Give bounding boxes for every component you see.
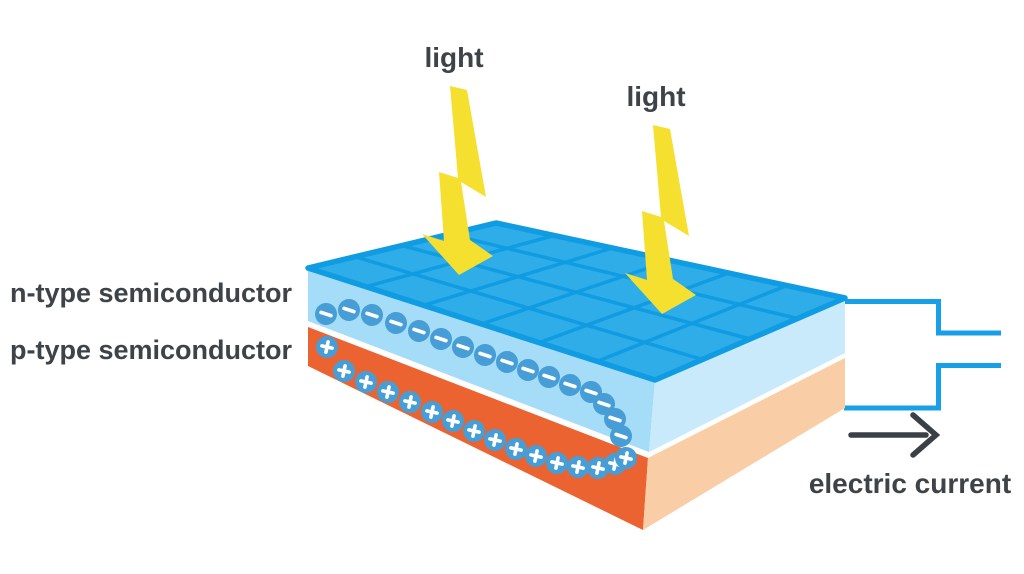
hole-icon — [355, 371, 377, 393]
lightning-bolt-left-icon — [422, 86, 493, 275]
charge-symbol-stroke — [412, 327, 426, 335]
charge-symbol-stroke — [623, 451, 629, 465]
charge-symbol-stroke — [595, 461, 601, 475]
electron-icon — [338, 299, 360, 321]
electron-icon — [610, 425, 632, 447]
charge-symbol-stroke — [608, 415, 622, 423]
n-type-semiconductor-label: n-type semiconductor — [10, 278, 293, 308]
light-label-right: light — [626, 81, 686, 112]
charge-symbol-stroke — [324, 340, 330, 354]
electron-icon — [604, 408, 626, 430]
p-type-right-face — [643, 358, 845, 530]
grid-line — [353, 255, 705, 362]
charge-symbol-stroke — [342, 306, 356, 314]
p-type-semiconductor-label: p-type semiconductor — [10, 335, 293, 365]
hole-icon — [567, 456, 589, 478]
hole-row — [316, 336, 637, 479]
charge-symbol-stroke — [500, 358, 514, 366]
hole-icon — [316, 336, 338, 358]
hole-icon — [421, 401, 443, 423]
electron-icon — [538, 366, 560, 388]
hole-icon — [484, 429, 506, 451]
arrow-head — [910, 412, 941, 458]
wire-bottom-segment — [844, 363, 1001, 411]
electron-icon — [452, 336, 474, 358]
electric-current-label: electric current — [808, 468, 1012, 499]
n-type-right-face — [649, 298, 845, 452]
charge-symbol-stroke — [521, 366, 535, 374]
charge-symbol-stroke — [542, 373, 556, 381]
charge-symbol-stroke — [456, 343, 470, 351]
circuit-wire — [844, 299, 1001, 411]
charge-symbol-stroke — [597, 400, 611, 408]
charge-symbol-stroke — [492, 433, 498, 447]
electron-icon — [315, 303, 337, 325]
hole-icon — [525, 445, 547, 467]
electron-icon — [361, 304, 383, 326]
electron-row — [315, 299, 632, 447]
hole-icon — [463, 420, 485, 442]
charge-symbol-stroke — [429, 405, 435, 419]
lightning-bolt-right-icon — [625, 125, 696, 314]
charge-symbol-stroke — [533, 449, 539, 463]
panel-top-face — [305, 220, 848, 383]
charge-symbol-stroke — [407, 395, 413, 409]
hole-icon — [546, 452, 568, 474]
electron-icon — [559, 374, 581, 396]
charge-symbol-stroke — [319, 310, 333, 318]
panel-grid-lines — [353, 232, 800, 364]
charge-symbol-stroke — [563, 381, 577, 389]
light-label-left: light — [424, 42, 484, 73]
charge-symbol-stroke — [434, 335, 448, 343]
hole-icon — [333, 360, 355, 382]
electron-icon — [430, 328, 452, 350]
charge-symbol-stroke — [385, 385, 391, 399]
hole-icon — [442, 410, 464, 432]
electron-icon — [385, 312, 407, 334]
charge-symbol-stroke — [363, 375, 369, 389]
grid-line — [447, 232, 800, 321]
charge-symbol-stroke — [614, 432, 628, 440]
charge-symbol-stroke — [575, 460, 581, 474]
charge-symbol-stroke — [471, 424, 477, 438]
charge-symbol-stroke — [365, 311, 379, 319]
charge-symbol-stroke — [341, 364, 347, 378]
electron-icon — [408, 320, 430, 342]
electric-current-arrow-icon — [848, 412, 941, 458]
hole-icon — [587, 457, 609, 479]
electron-icon — [496, 351, 518, 373]
charge-symbol-stroke — [478, 351, 492, 359]
hole-icon — [505, 438, 527, 460]
hole-icon — [399, 391, 421, 413]
hole-icon — [615, 447, 637, 469]
wire-top-segment — [844, 299, 1001, 336]
hole-icon — [377, 381, 399, 403]
charge-symbol-stroke — [584, 388, 598, 396]
electron-icon — [517, 359, 539, 381]
electron-icon — [474, 344, 496, 366]
charge-symbol-stroke — [450, 414, 456, 428]
charge-symbol-stroke — [513, 442, 519, 456]
charge-symbol-stroke — [554, 456, 560, 470]
charge-symbol-stroke — [389, 319, 403, 327]
